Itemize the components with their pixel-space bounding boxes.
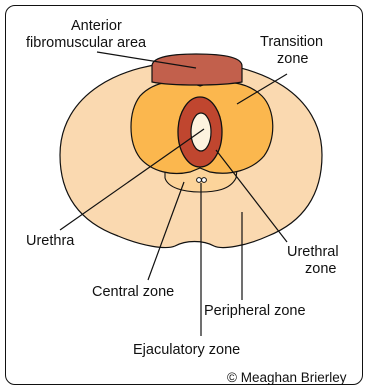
label-ejaculatory-zone: Ejaculatory zone: [133, 342, 240, 358]
urethra-shape: [191, 113, 211, 151]
anterior-fibromuscular-shape: [152, 54, 242, 85]
label-urethral-zone-line2: zone: [305, 261, 336, 277]
label-peripheral-zone: Peripheral zone: [204, 303, 306, 319]
label-transition-line2: zone: [277, 51, 308, 67]
label-transition-line1: Transition: [260, 34, 323, 50]
label-anterior-line2: fibromuscular area: [26, 35, 147, 51]
label-urethral-zone-line1: Urethral: [287, 244, 339, 260]
credit-text: © Meaghan Brierley: [227, 370, 347, 385]
label-central-zone: Central zone: [92, 284, 174, 300]
label-anterior-line1: Anterior: [71, 18, 122, 34]
ejaculatory-duct-left: [197, 178, 202, 183]
label-urethra: Urethra: [26, 233, 75, 249]
ejaculatory-duct-right: [202, 178, 207, 183]
